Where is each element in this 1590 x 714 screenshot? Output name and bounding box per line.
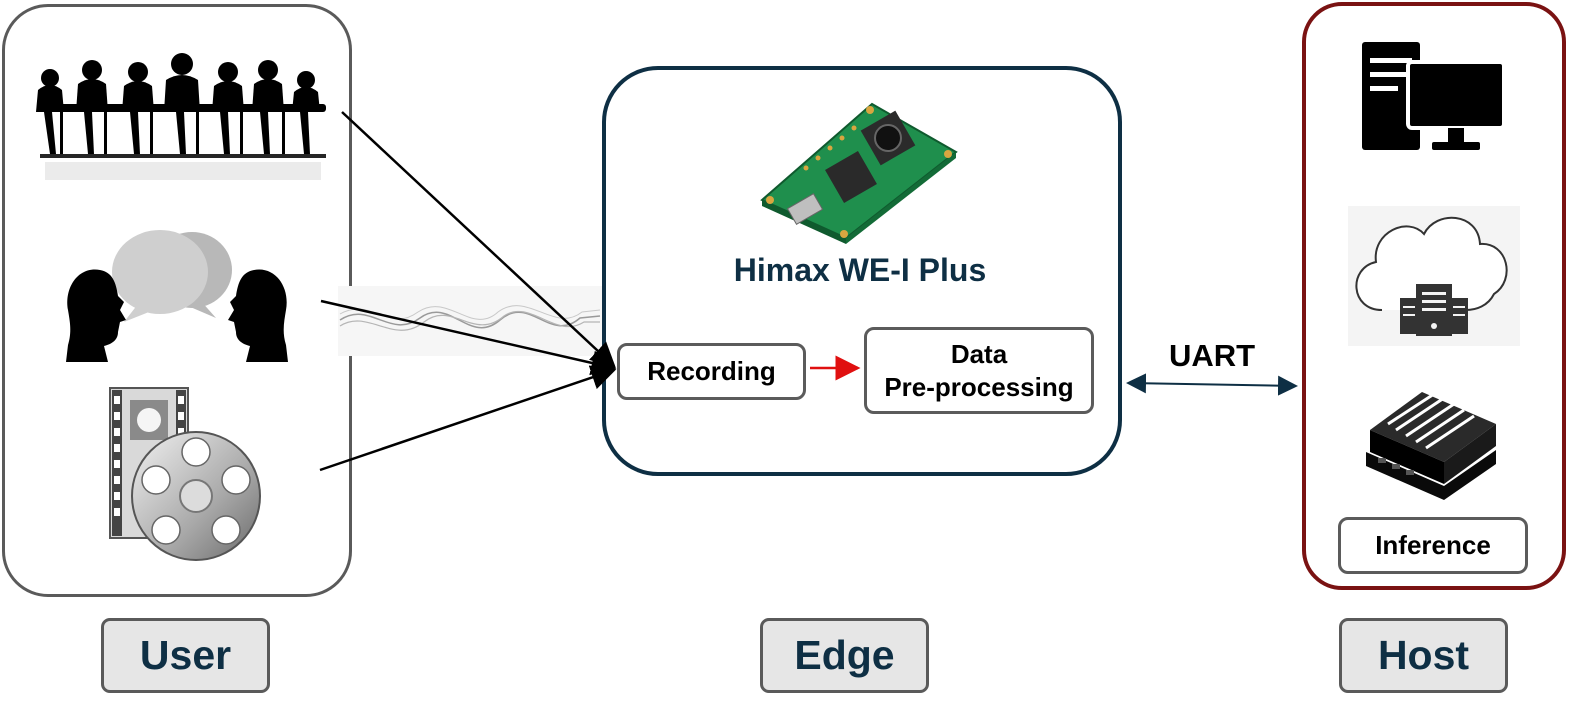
edge-section-text: Edge	[794, 632, 894, 679]
edge-section-label: Edge	[760, 618, 929, 693]
uart-link-arrow	[1128, 383, 1296, 386]
meeting-people-icon	[36, 53, 326, 180]
preprocessing-box: Data Pre-processing	[864, 327, 1094, 414]
sound-wave-icon	[338, 286, 602, 356]
himax-board-icon	[762, 104, 956, 244]
preprocess-line-2: Pre-processing	[884, 371, 1073, 404]
inference-box: Inference	[1338, 517, 1528, 574]
uart-label: UART	[1150, 338, 1274, 378]
user-section-text: User	[140, 632, 231, 679]
preprocess-line-1: Data	[884, 338, 1073, 371]
recording-box: Recording	[617, 343, 806, 400]
inference-label: Inference	[1375, 529, 1491, 562]
jetson-device-icon	[1366, 392, 1496, 500]
user-section-label: User	[101, 618, 270, 693]
board-title: Himax WE-I Plus	[700, 252, 1020, 296]
film-reel-icon	[110, 388, 260, 560]
desktop-computer-icon	[1362, 42, 1504, 150]
host-section-label: Host	[1339, 618, 1508, 693]
recording-label: Recording	[647, 355, 776, 388]
host-section-text: Host	[1378, 632, 1469, 679]
conversation-heads-icon	[66, 230, 288, 362]
cloud-server-icon	[1348, 206, 1520, 346]
